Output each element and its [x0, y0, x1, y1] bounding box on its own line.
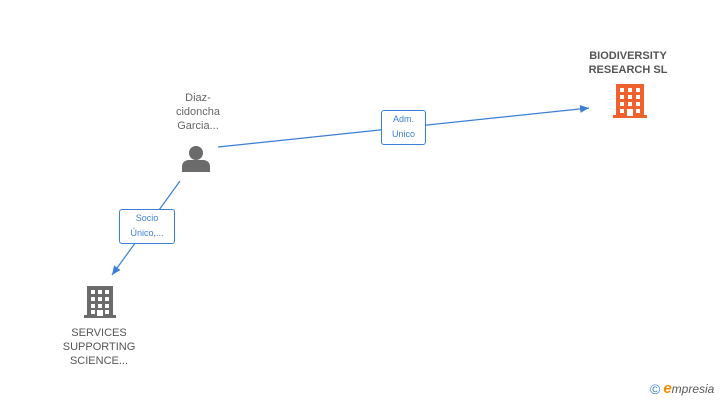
copyright-icon: ©: [650, 381, 661, 397]
company-label-sub[interactable]: SERVICES SUPPORTING SCIENCE...: [40, 326, 158, 368]
brand-e: e: [663, 380, 672, 397]
company-label-line: RESEARCH SL: [588, 64, 668, 76]
edge-label-line: Socio: [135, 213, 159, 223]
edge-label-line: Adm.: [392, 114, 414, 124]
building-icon-main[interactable]: [613, 84, 647, 118]
edge-label-socio[interactable]: Socio Único,...: [119, 209, 175, 244]
building-icon-sub[interactable]: [84, 286, 116, 318]
edge-label-line: Único,...: [130, 228, 164, 238]
company-label-main[interactable]: BIODIVERSITY RESEARCH SL: [567, 49, 689, 77]
company-label-line: SCIENCE...: [69, 355, 129, 367]
company-label-line: SERVICES: [71, 327, 127, 339]
edge-label-line: Unico: [391, 129, 415, 139]
company-label-line: SUPPORTING: [62, 341, 136, 353]
edge-label-adm[interactable]: Adm. Unico: [381, 110, 426, 145]
company-label-line: BIODIVERSITY: [589, 50, 667, 62]
brand-name: mpresia: [671, 382, 715, 396]
person-icon[interactable]: [182, 146, 210, 172]
person-label-line: cidoncha: [175, 106, 221, 118]
person-label-line: Garcia...: [177, 120, 219, 132]
person-label-line: Diaz-: [185, 92, 211, 104]
person-label[interactable]: Diaz- cidoncha Garcia...: [150, 91, 246, 133]
brand-logo: ©empresia: [650, 379, 728, 399]
